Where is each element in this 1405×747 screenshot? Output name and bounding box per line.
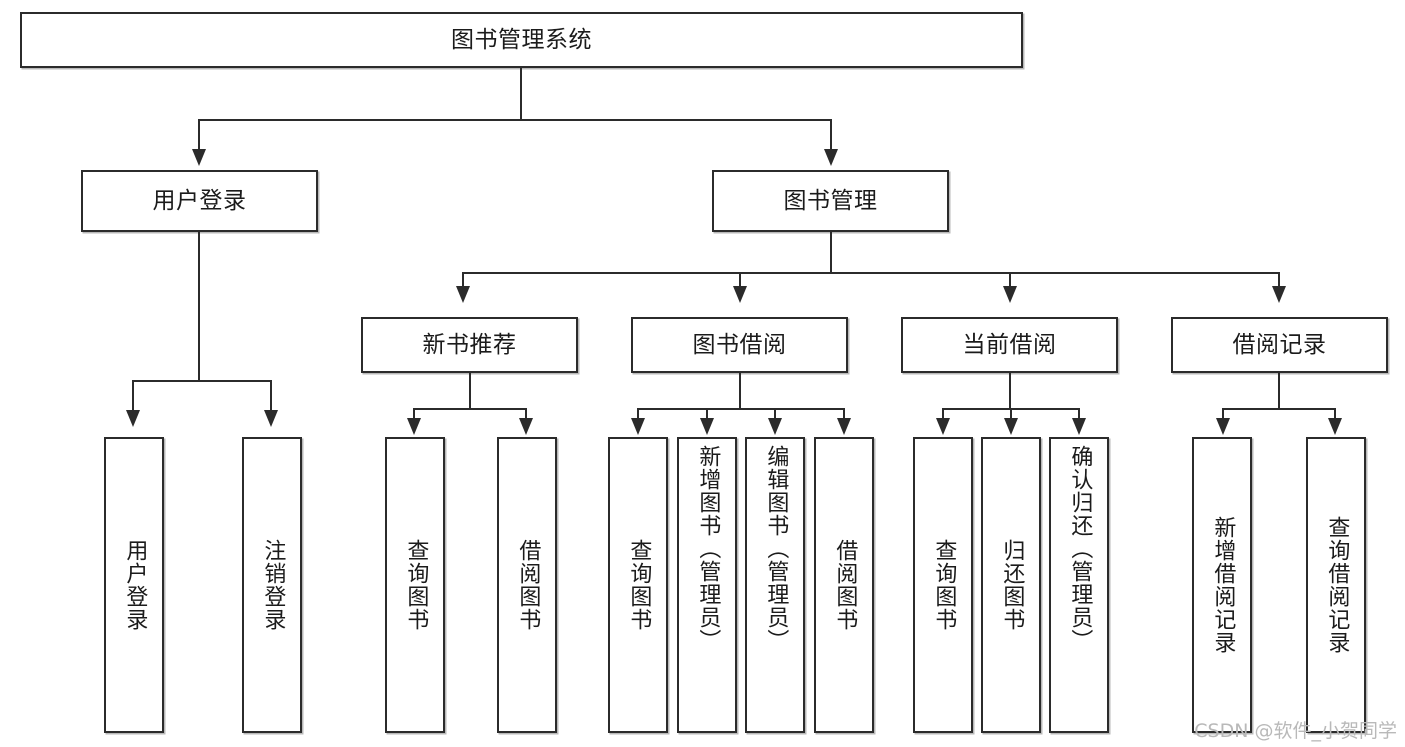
node-current-borrow[interactable]: 当前借阅 — [901, 317, 1118, 373]
arrowhead-user-login — [192, 149, 206, 166]
watermark-text: CSDN @软件_小贺同学 — [1194, 720, 1397, 742]
node-label: 图书管理 — [783, 187, 878, 214]
arrowhead-leaf-user-login — [126, 410, 140, 427]
connector-cb-drop-3 — [1078, 408, 1080, 422]
leaf-nbr-borrow-book[interactable]: 借阅图书 — [497, 437, 557, 733]
connector-user-login-bus — [132, 380, 270, 382]
arrowhead-bb-leaf-2 — [700, 418, 714, 435]
node-label: 当前借阅 — [962, 331, 1057, 358]
arrowhead-leaf-logout — [264, 410, 278, 427]
arrowhead-book-borrow — [733, 286, 747, 303]
node-label: 用户登录 — [122, 539, 148, 631]
connector-bb-drop-1 — [637, 408, 639, 422]
arrowhead-bb-leaf-1 — [631, 418, 645, 435]
leaf-cb-return-book[interactable]: 归还图书 — [981, 437, 1041, 733]
connector-cb-drop-2 — [1010, 408, 1012, 422]
arrowhead-nbr-leaf-2 — [519, 418, 533, 435]
leaf-bb-add-book-admin[interactable]: 新增图书（管理员） — [677, 437, 737, 733]
connector-nbr-stem — [469, 373, 471, 409]
connector-nbr-drop-2 — [525, 408, 527, 422]
connector-bb-drop-4 — [843, 408, 845, 422]
leaf-bb-query-book[interactable]: 查询图书 — [608, 437, 668, 733]
node-label: 编辑图书（管理员） — [763, 445, 789, 652]
node-label: 用户登录 — [152, 187, 247, 214]
arrowhead-bb-leaf-3 — [768, 418, 782, 435]
node-label: 新增图书（管理员） — [695, 445, 721, 652]
connector-cb-drop-1 — [942, 408, 944, 422]
leaf-logout[interactable]: 注销登录 — [242, 437, 302, 733]
leaf-cb-confirm-return-admin[interactable]: 确认归还（管理员） — [1049, 437, 1109, 733]
connector-book-management-bus — [462, 272, 1280, 274]
node-label: 新书推荐 — [422, 331, 517, 358]
arrowhead-book-management — [824, 149, 838, 166]
node-label: 注销登录 — [260, 539, 286, 631]
node-label: 借阅图书 — [515, 539, 541, 631]
leaf-br-query-record[interactable]: 查询借阅记录 — [1306, 437, 1366, 733]
connector-root-stem — [520, 68, 522, 120]
arrowhead-nbr-leaf-1 — [407, 418, 421, 435]
node-label: 查询图书 — [626, 539, 652, 631]
connector-user-login-drop-2 — [270, 380, 272, 412]
arrowhead-borrow-record — [1272, 286, 1286, 303]
node-root-book-management-system[interactable]: 图书管理系统 — [20, 12, 1023, 68]
node-label: 新增借阅记录 — [1210, 516, 1236, 654]
connector-nbr-bus — [413, 408, 527, 410]
leaf-nbr-query-book[interactable]: 查询图书 — [385, 437, 445, 733]
arrowhead-cb-leaf-2 — [1004, 418, 1018, 435]
connector-br-stem — [1278, 373, 1280, 409]
arrowhead-cb-leaf-3 — [1072, 418, 1086, 435]
connector-user-login-stem — [198, 232, 200, 381]
node-label: 借阅图书 — [832, 539, 858, 631]
connector-bb-stem — [739, 373, 741, 409]
connector-root-to-user-login — [198, 119, 200, 151]
node-label: 归还图书 — [999, 539, 1025, 631]
leaf-cb-query-book[interactable]: 查询图书 — [913, 437, 973, 733]
node-label: 查询借阅记录 — [1324, 516, 1350, 654]
leaf-user-login[interactable]: 用户登录 — [104, 437, 164, 733]
connector-user-login-drop-1 — [132, 380, 134, 412]
leaf-br-add-record[interactable]: 新增借阅记录 — [1192, 437, 1252, 733]
node-book-borrow[interactable]: 图书借阅 — [631, 317, 848, 373]
node-label: 图书借阅 — [692, 331, 787, 358]
connector-book-management-stem — [830, 232, 832, 273]
arrowhead-current-borrow — [1003, 286, 1017, 303]
connector-root-bus — [198, 119, 832, 121]
node-user-login[interactable]: 用户登录 — [81, 170, 318, 232]
arrowhead-br-leaf-2 — [1328, 418, 1342, 435]
node-label: 查询图书 — [931, 539, 957, 631]
connector-nbr-drop-1 — [413, 408, 415, 422]
arrowhead-cb-leaf-1 — [936, 418, 950, 435]
arrowhead-new-book-recommend — [456, 286, 470, 303]
connector-br-drop-1 — [1222, 408, 1224, 422]
node-new-book-recommend[interactable]: 新书推荐 — [361, 317, 578, 373]
connector-br-bus — [1222, 408, 1336, 410]
leaf-bb-borrow-book[interactable]: 借阅图书 — [814, 437, 874, 733]
node-book-management[interactable]: 图书管理 — [712, 170, 949, 232]
connector-root-to-book-management — [830, 119, 832, 151]
arrowhead-bb-leaf-4 — [837, 418, 851, 435]
connector-cb-stem — [1009, 373, 1011, 409]
arrowhead-br-leaf-1 — [1216, 418, 1230, 435]
connector-bb-bus — [637, 408, 845, 410]
node-borrow-record[interactable]: 借阅记录 — [1171, 317, 1388, 373]
connector-bb-drop-3 — [774, 408, 776, 422]
connector-bb-drop-2 — [706, 408, 708, 422]
leaf-bb-edit-book-admin[interactable]: 编辑图书（管理员） — [745, 437, 805, 733]
node-label: 查询图书 — [403, 539, 429, 631]
node-label: 图书管理系统 — [451, 26, 592, 53]
node-label: 借阅记录 — [1232, 331, 1327, 358]
node-label: 确认归还（管理员） — [1067, 445, 1093, 652]
connector-br-drop-2 — [1334, 408, 1336, 422]
